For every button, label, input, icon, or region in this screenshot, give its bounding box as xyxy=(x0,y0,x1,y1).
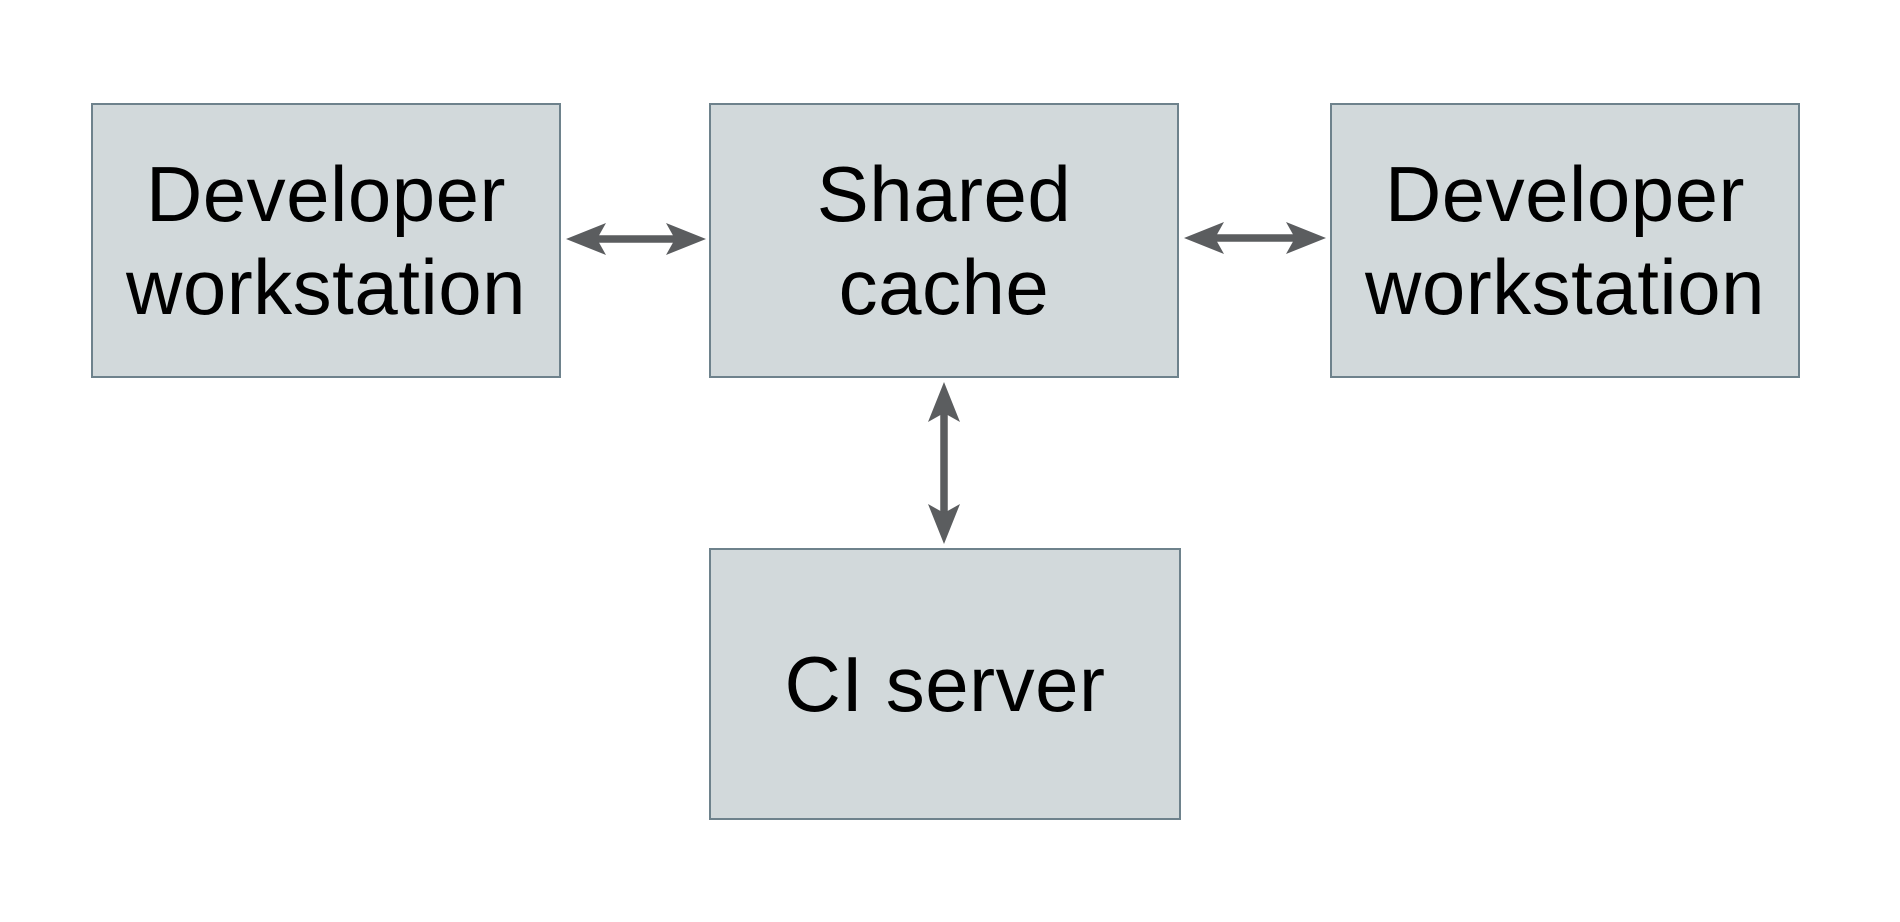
node-developer-workstation-left-label: Developer workstation xyxy=(126,150,526,331)
bidirectional-arrow-shared-cache-right-workstation xyxy=(1184,222,1326,254)
node-ci-server-label: CI server xyxy=(784,639,1106,728)
node-developer-workstation-right-label: Developer workstation xyxy=(1365,150,1765,331)
node-developer-workstation-left: Developer workstation xyxy=(91,103,561,378)
node-shared-cache: Shared cache xyxy=(709,103,1179,378)
bidirectional-arrow-shared-cache-ci-server xyxy=(928,382,960,544)
node-shared-cache-label: Shared cache xyxy=(816,150,1072,331)
bidirectional-arrow-left-workstation-shared-cache xyxy=(566,223,706,255)
node-ci-server: CI server xyxy=(709,548,1181,820)
node-developer-workstation-right: Developer workstation xyxy=(1330,103,1800,378)
